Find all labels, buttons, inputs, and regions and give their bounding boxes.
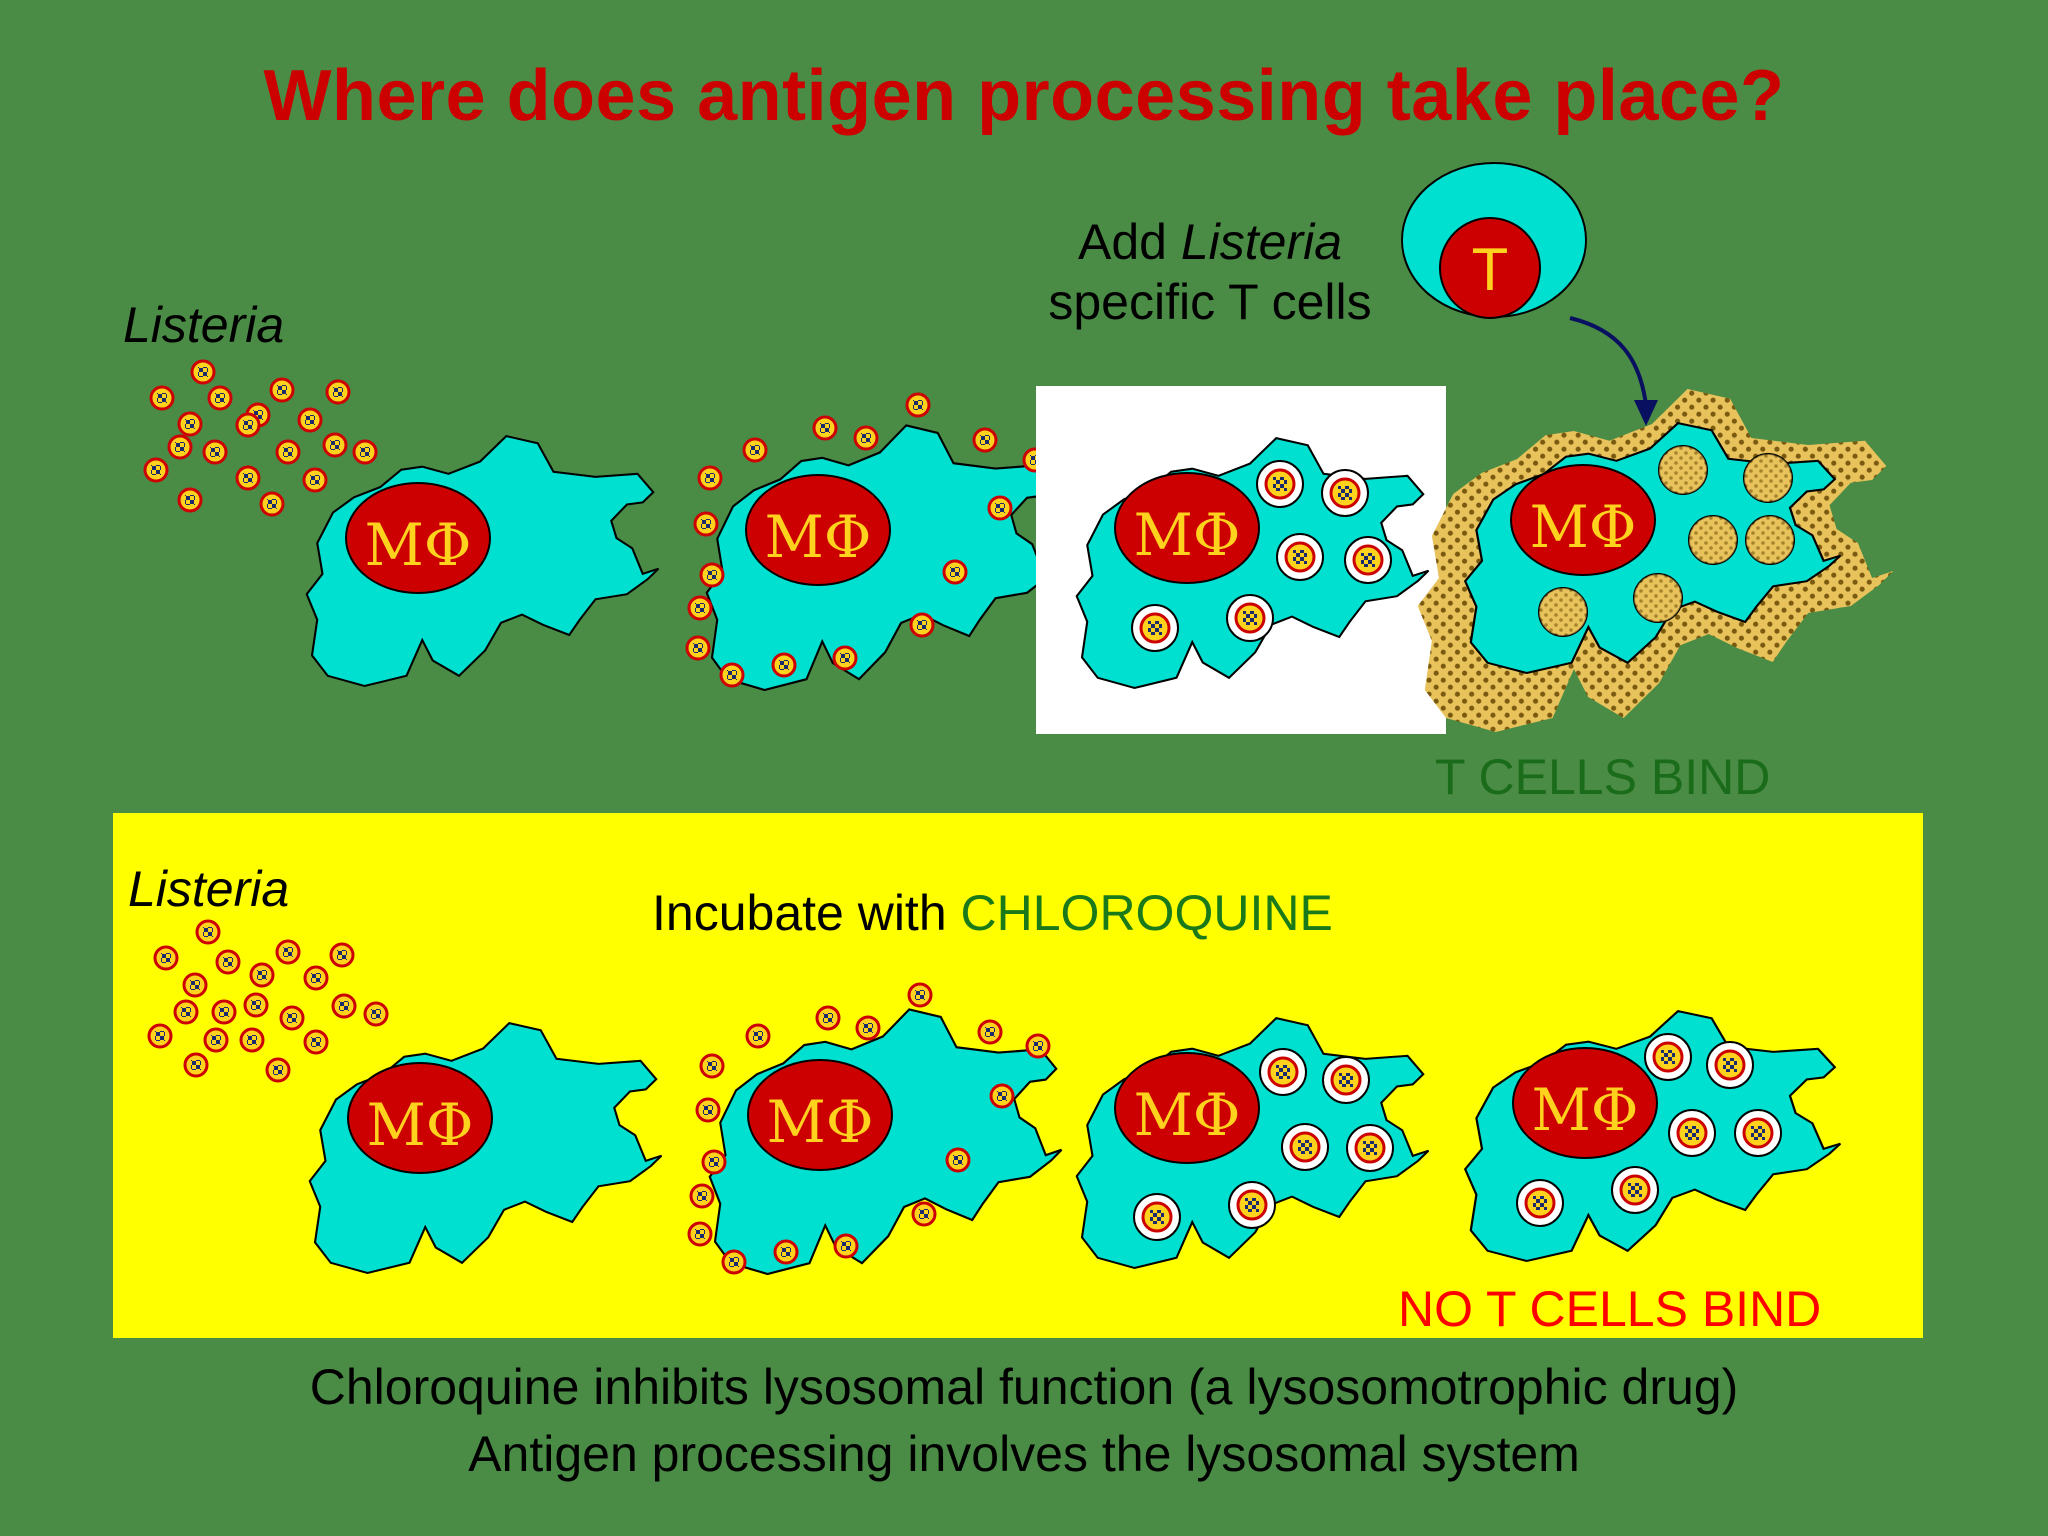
listeria-italic: Listeria (1180, 214, 1343, 270)
macrophage-nucleus: MΦ (1114, 472, 1260, 584)
listeria-cluster-top (143, 359, 378, 517)
listeria-label-top: Listeria (123, 297, 285, 353)
page-title: Where does antigen processing take place… (263, 56, 1785, 136)
macrophage-nucleus: MΦ (1512, 1047, 1658, 1159)
macrophage-nucleus: MΦ (347, 1062, 493, 1174)
svg-text:MΦ: MΦ (1134, 1081, 1241, 1149)
incubate-prefix: Incubate with (652, 885, 961, 941)
footer-line-2: Antigen processing involves the lysosoma… (468, 1426, 1580, 1482)
macrophage-nucleus: MΦ (745, 474, 891, 586)
svg-text:MΦ: MΦ (1134, 501, 1241, 569)
macrophage-nucleus: MΦ (1510, 464, 1656, 576)
listeria-label-bottom: Listeria (128, 861, 290, 917)
svg-text:MΦ: MΦ (367, 1091, 474, 1159)
svg-text:MΦ: MΦ (365, 511, 472, 579)
svg-text:MΦ: MΦ (767, 1088, 874, 1156)
add-line2: specific T cells (1048, 274, 1372, 330)
svg-text:MΦ: MΦ (1530, 493, 1637, 561)
macrophage-nucleus: MΦ (747, 1059, 893, 1171)
listeria-cluster-bottom (147, 919, 389, 1083)
macrophage-nucleus: MΦ (345, 482, 491, 594)
svg-text:MΦ: MΦ (1532, 1076, 1639, 1144)
chloroquine-label: CHLOROQUINE (960, 885, 1333, 941)
svg-text:T: T (1472, 236, 1509, 303)
svg-text:MΦ: MΦ (765, 503, 872, 571)
add-prefix: Add (1077, 214, 1181, 270)
incubate-label: Incubate with CHLOROQUINE (652, 884, 1333, 942)
macrophage-nucleus: MΦ (1114, 1052, 1260, 1164)
t-cell: T (1401, 162, 1587, 319)
arrow (1569, 316, 1658, 426)
t-cells-bind-label: T CELLS BIND (1435, 749, 1771, 805)
footer-line-1: Chloroquine inhibits lysosomal function … (309, 1359, 1739, 1415)
add-t-cells-label: Add Listeria specific T cells (1040, 212, 1380, 332)
no-t-cells-bind-label: NO T CELLS BIND (1398, 1281, 1822, 1337)
